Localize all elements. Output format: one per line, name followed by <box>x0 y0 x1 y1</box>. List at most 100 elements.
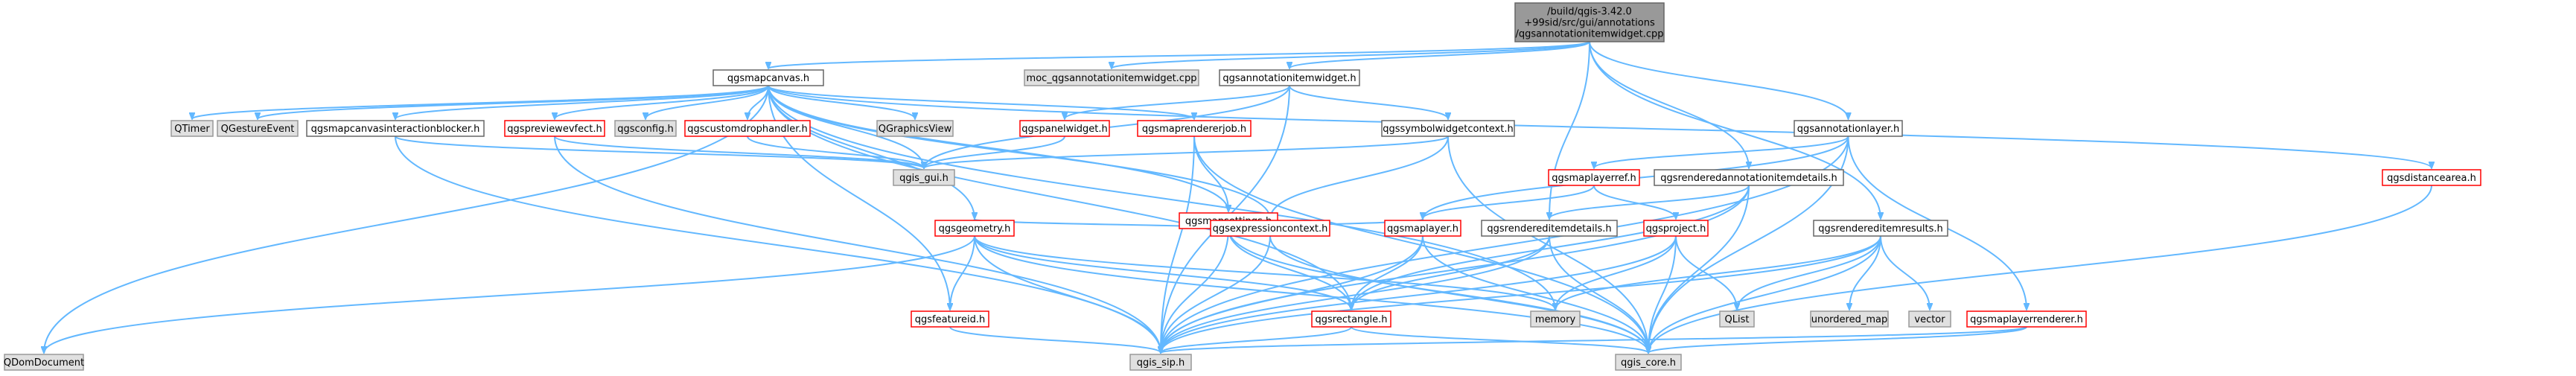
node-QGestureEvent[interactable]: QGestureEvent <box>217 120 299 137</box>
edge-qgsmapcanvas-to-QDomDocument <box>44 85 769 353</box>
node-QList[interactable]: QList <box>1719 310 1755 328</box>
node-box-qgsrendereditemdetails <box>1481 220 1618 237</box>
node-box-qgsrenderedannotationitemdetails <box>1654 169 1844 186</box>
node-qgsmaplayerref[interactable]: qgsmaplayerref.h <box>1548 169 1640 186</box>
node-qgsannotationlayer[interactable]: qgsannotationlayer.h <box>1794 120 1903 137</box>
node-unordered_map[interactable]: unordered_map <box>1810 310 1889 328</box>
node-vector[interactable]: vector <box>1908 310 1951 328</box>
node-qgsmapcanvasinteractionblocker[interactable]: qgsmapcanvasinteractionblocker.h <box>306 120 485 137</box>
edge-qgsmaprendererjob-to-qgis_sip <box>1161 136 1195 353</box>
edge-qgsproject-to-QList <box>1675 235 1737 310</box>
node-qgsrendereditemresults[interactable]: qgsrendereditemresults.h <box>1813 220 1948 237</box>
node-box-qgscustomdrop <box>684 120 811 137</box>
edge-qgsrendereditemresults-to-QList <box>1737 235 1881 310</box>
edge-qgsrenderedannotationitemdetails-to-qgis_core <box>1648 185 1750 353</box>
node-label-QList: QList <box>1725 314 1750 325</box>
edge-qgsmapcanvas-to-qgspreviewef <box>555 85 769 119</box>
edge-layer <box>44 41 2432 353</box>
node-qgsfeatureid[interactable]: qgsfeatureid.h <box>911 310 989 328</box>
node-qgsmaplayerrenderer[interactable]: qgsmaplayerrenderer.h <box>1966 310 2087 328</box>
node-qgsgeometry[interactable]: qgsgeometry.h <box>934 220 1015 237</box>
edge-qgsannotationlayer-to-qgsmaplayerref <box>1594 136 1849 168</box>
edge-qgssymbolwidgetcontext-to-qgis_gui <box>924 136 1449 168</box>
edge-qgsmaplayer-to-qgis_core <box>1422 235 1648 353</box>
node-qgis_gui[interactable]: qgis_gui.h <box>893 169 955 186</box>
node-label-vector: vector <box>1914 314 1945 325</box>
node-qgsannotationitemwidget[interactable]: qgsannotationitemwidget.h <box>1219 69 1360 86</box>
node-box-qgsmaplayerrenderer <box>1966 310 2087 328</box>
edge-qgsgeometry-to-qgsrectangle <box>974 235 1351 310</box>
node-box-qgsmaplayerref <box>1548 169 1640 186</box>
node-qgsdistancearea[interactable]: qgsdistancearea.h <box>2382 169 2481 186</box>
node-label-qgsmaprendererjob: qgsmaprendererjob.h <box>1142 124 1246 135</box>
edge-qgsexpressioncontext-to-qgis_sip <box>1161 235 1271 353</box>
node-QDomDocument[interactable]: QDomDocument <box>4 354 84 371</box>
node-label-qgis_sip: qgis_sip.h <box>1137 357 1185 369</box>
edge-qgsrendereditemdetails-to-qgsrectangle <box>1351 235 1550 310</box>
node-moc[interactable]: moc_qgsannotationitemwidget.cpp <box>1024 69 1199 86</box>
node-label-unordered_map: unordered_map <box>1811 314 1888 325</box>
node-qgsexpressioncontext[interactable]: qgsexpressioncontext.h <box>1210 220 1330 237</box>
node-qgssymbolwidgetcontext[interactable]: qgssymbolwidgetcontext.h <box>1381 120 1515 137</box>
node-qgspanelwidget[interactable]: qgspanelwidget.h <box>1019 120 1110 137</box>
node-box-qgsmapcanvas <box>712 69 824 86</box>
node-qgspreviewef[interactable]: qgspreviewevfect.h <box>504 120 605 137</box>
node-box-qgis_core <box>1615 354 1682 371</box>
node-label-moc: moc_qgsannotationitemwidget.cpp <box>1027 73 1197 84</box>
edge-qgscustomdrop-to-qgis_gui <box>747 136 924 168</box>
edge-qgsrendereditemdetails-to-qgis_core <box>1549 235 1648 353</box>
node-qgscustomdrop[interactable]: qgscustomdrophandler.h <box>684 120 811 137</box>
node-label-QTimer: QTimer <box>174 124 210 135</box>
node-box-qgis_sip <box>1129 354 1192 371</box>
node-box-moc <box>1024 69 1199 86</box>
node-QTimer[interactable]: QTimer <box>170 120 214 137</box>
node-label-qgsrenderedannotationitemdetails: qgsrenderedannotationitemdetails.h <box>1660 173 1837 184</box>
edge-root-to-moc <box>1112 41 1590 68</box>
node-box-qgsrendereditemresults <box>1813 220 1948 237</box>
node-qgsmaplayer[interactable]: qgsmaplayer.h <box>1384 220 1461 237</box>
edge-qgsgeometry-to-memory <box>974 235 1555 310</box>
node-label-QGraphicsView: QGraphicsView <box>879 124 952 135</box>
node-qgsrendereditemdetails[interactable]: qgsrendereditemdetails.h <box>1481 220 1618 237</box>
node-box-qgsmaprendererjob <box>1137 120 1252 137</box>
node-box-qgsannotationlayer <box>1794 120 1903 137</box>
edge-qgsmapcanvas-to-qgsgeometry <box>768 85 975 219</box>
node-box-unordered_map <box>1810 310 1889 328</box>
node-memory[interactable]: memory <box>1530 310 1581 328</box>
node-QGraphicsView[interactable]: QGraphicsView <box>876 120 954 137</box>
node-qgsrenderedannotationitemdetails[interactable]: qgsrenderedannotationitemdetails.h <box>1654 169 1844 186</box>
node-qgsproject[interactable]: qgsproject.h <box>1643 220 1709 237</box>
edge-qgsgeometry-to-qgis_core <box>974 235 1648 353</box>
edge-qgsmaplayer-to-qgsrectangle <box>1351 235 1424 310</box>
edge-qgsmaplayer-to-qgis_sip <box>1161 235 1424 353</box>
edge-qgsgeometry-to-qgsfeatureid <box>950 235 975 310</box>
edge-qgsmapcanvas-to-qgsmaprendererjob <box>768 85 1194 119</box>
edge-qgsproject-to-memory <box>1555 235 1677 310</box>
node-qgsrectangle[interactable]: qgsrectangle.h <box>1311 310 1391 328</box>
node-label-qgsrendereditemresults: qgsrendereditemresults.h <box>1818 223 1942 235</box>
node-label-qgis_gui: qgis_gui.h <box>899 173 949 184</box>
node-box-qgis_gui <box>893 169 955 186</box>
node-label-qgscustomdrop: qgscustomdrophandler.h <box>687 124 808 135</box>
node-box-qgsmapcanvasinteractionblocker <box>306 120 485 137</box>
node-qgsmapcanvas[interactable]: qgsmapcanvas.h <box>712 69 824 86</box>
edge-qgsrendereditemresults-to-vector <box>1880 235 1930 310</box>
node-layer: /build/qgis-3.42.0+99sid/src/gui/annotat… <box>4 2 2481 371</box>
edge-qgsrectangle-to-qgis_core <box>1351 326 1648 353</box>
edge-qgsproject-to-qgis_core <box>1648 235 1677 353</box>
node-qgis_sip[interactable]: qgis_sip.h <box>1129 354 1192 371</box>
edge-qgsmapcanvas-to-QGraphicsView <box>768 85 915 119</box>
edge-qgsdistancearea-to-qgis_core <box>1648 185 2432 353</box>
node-box-qgsconfig <box>614 120 677 137</box>
edge-qgsrendereditemresults-to-qgis_sip <box>1161 235 1881 353</box>
node-box-qgsfeatureid <box>911 310 989 328</box>
node-root[interactable]: /build/qgis-3.42.0+99sid/src/gui/annotat… <box>1514 2 1665 42</box>
node-label-qgsannotationlayer: qgsannotationlayer.h <box>1797 124 1899 135</box>
node-label-qgssymbolwidgetcontext: qgssymbolwidgetcontext.h <box>1383 124 1513 135</box>
node-qgsmaprendererjob[interactable]: qgsmaprendererjob.h <box>1137 120 1252 137</box>
node-qgsconfig[interactable]: qgsconfig.h <box>614 120 677 137</box>
edge-qgsmaplayerrenderer-to-qgis_sip <box>1161 326 2027 353</box>
node-qgis_core[interactable]: qgis_core.h <box>1615 354 1682 371</box>
edge-qgsmapcanvasinteractionblocker-to-qgis_sip <box>395 136 1161 353</box>
